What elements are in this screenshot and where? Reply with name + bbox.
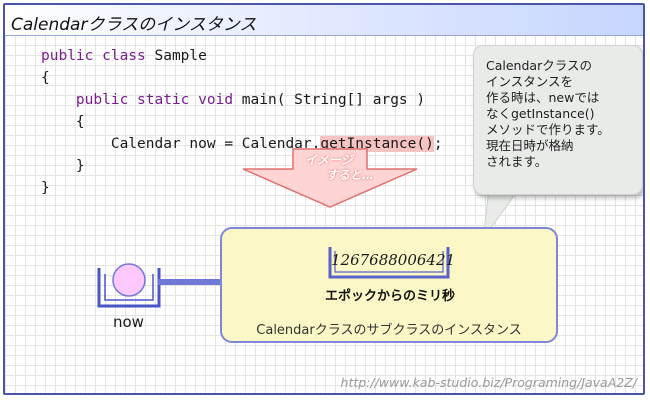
code-line-7: }	[41, 177, 443, 199]
code-keyword: public static void	[75, 92, 234, 108]
code-line-3: public static void main( String[] args )	[41, 89, 443, 111]
variable-label: now	[113, 313, 144, 331]
code-text: ;	[433, 136, 443, 152]
code-line-1: public class Sample	[41, 45, 443, 67]
code-text: main( String[] args )	[233, 92, 426, 108]
down-arrow	[242, 148, 418, 208]
arrow-label: イメージ すると…	[305, 153, 374, 182]
value-field-frame	[328, 247, 450, 279]
reference-connector	[158, 279, 224, 285]
callout-bubble: Calendarクラスの インスタンスを 作る時は、newでは なくgetIns…	[473, 45, 643, 195]
callout-text: Calendarクラスの インスタンスを 作る時は、newでは なくgetIns…	[486, 58, 610, 169]
code-keyword: public class	[41, 48, 146, 64]
variable-circle	[112, 263, 146, 297]
variable-box	[97, 263, 161, 308]
code-line-2: {	[41, 67, 443, 89]
diagram-frame: Calendarクラスのインスタンス public class Sample { …	[3, 3, 645, 395]
code-brace: {	[41, 70, 50, 86]
code-line-6: }	[41, 155, 443, 177]
code-line-4: {	[41, 111, 443, 133]
code-line-5: Calendar now = Calendar.getInstance();	[41, 133, 443, 155]
source-url: http://www.kab-studio.biz/Programing/Jav…	[340, 375, 637, 390]
instance-box	[220, 227, 558, 343]
instance-caption: Calendarクラスのサブクラスのインスタンス	[256, 323, 522, 338]
code-text: Sample	[145, 48, 207, 64]
value-caption: エポックからのミリ秒	[324, 289, 455, 304]
code-brace: {	[75, 114, 85, 130]
title-bar: Calendarクラスのインスタンス	[5, 5, 643, 36]
callout-tail	[482, 189, 520, 240]
epoch-millis-value: 1267688006421	[331, 251, 456, 269]
code-brace: }	[75, 158, 85, 174]
diagram-title: Calendarクラスのインスタンス	[11, 15, 257, 35]
code-text: Calendar now = Calendar.	[110, 136, 321, 152]
code-brace: }	[41, 180, 50, 196]
code-block: public class Sample { public static void …	[41, 45, 443, 199]
code-highlight-getinstance: getInstance()	[320, 136, 434, 152]
